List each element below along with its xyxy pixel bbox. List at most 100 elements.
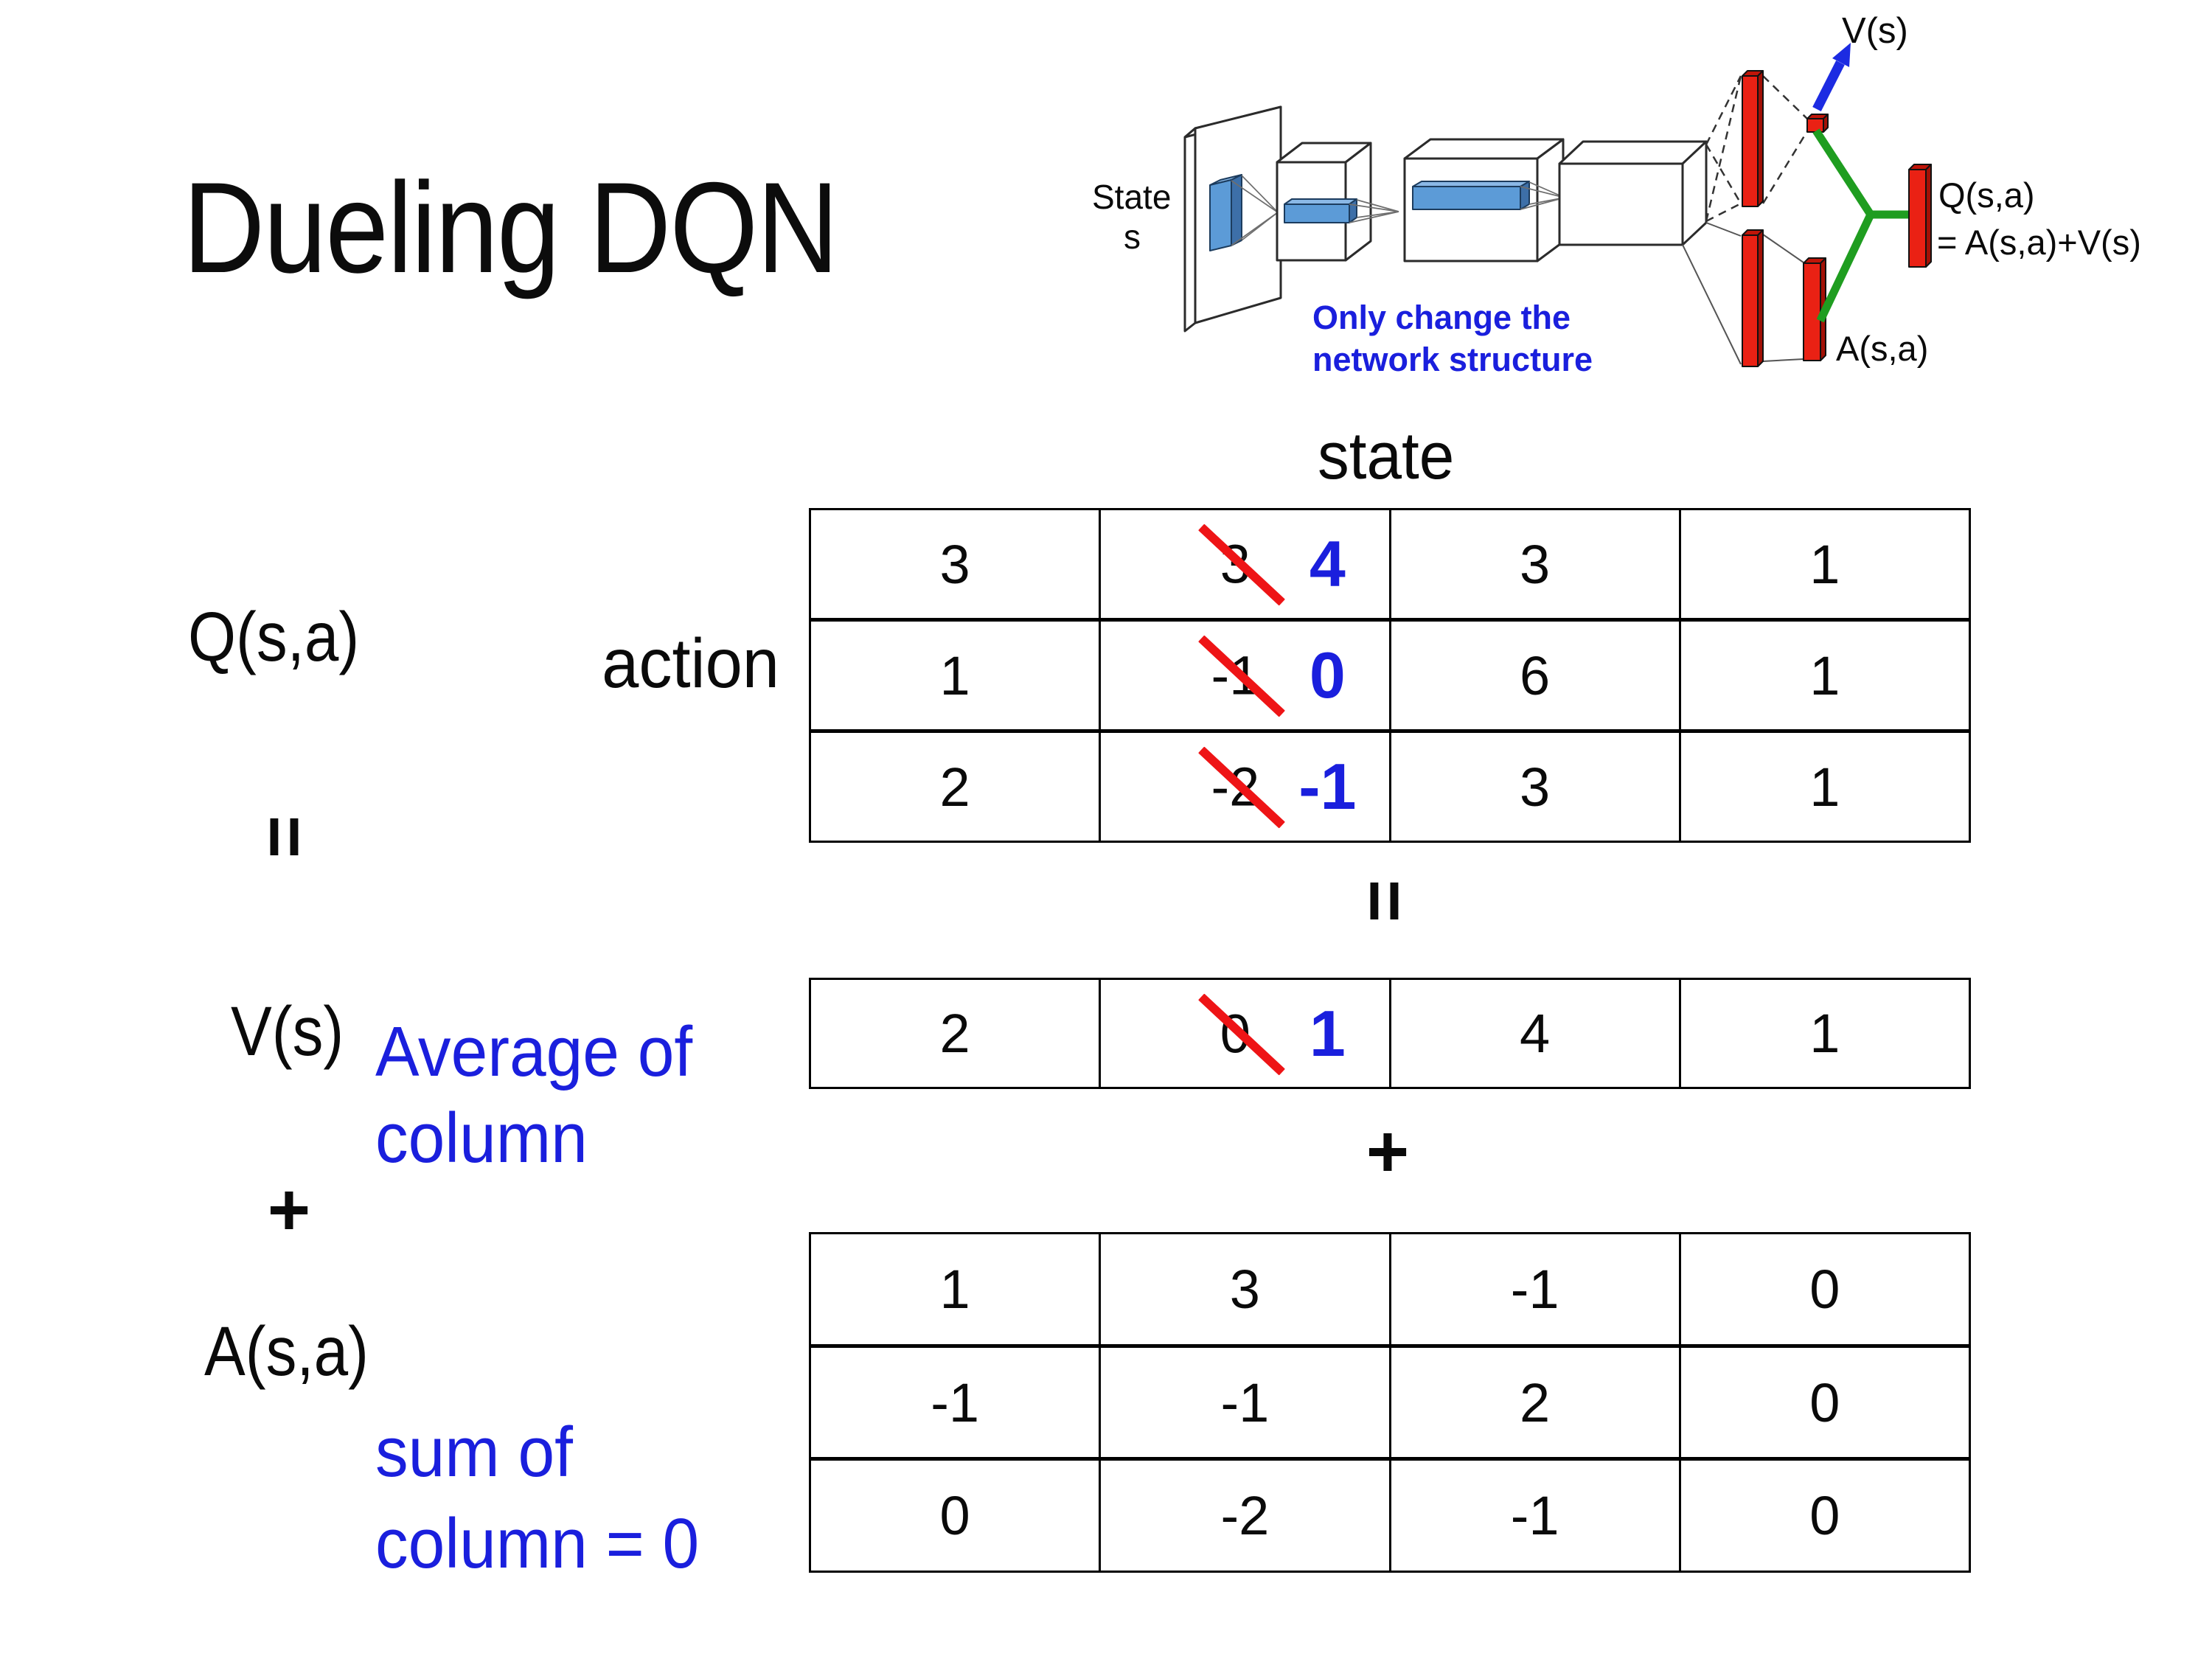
cell-value: 1 <box>1809 533 1840 595</box>
table-cell: 2 <box>811 733 1102 841</box>
equals-left: = <box>243 815 326 859</box>
cell-value: 0 <box>1809 1485 1840 1547</box>
network-note-line1: Only change the <box>1312 299 1571 336</box>
table-cell: -10 <box>1101 622 1391 729</box>
table-cell: 0 <box>1681 1461 1969 1571</box>
table-cell: 2 <box>1391 1347 1681 1458</box>
new-value: 4 <box>1309 527 1346 600</box>
table-cell: 1 <box>1681 510 1969 618</box>
new-value: -1 <box>1298 750 1357 823</box>
table-cell: 0 <box>1681 1234 1969 1344</box>
projection-lines-2 <box>1349 199 1399 223</box>
a-term-label: A(s,a) <box>204 1312 369 1391</box>
v-scalar-node <box>1806 114 1829 133</box>
cell-value: 1 <box>939 644 970 706</box>
q-output-label-line2: = A(s,a)+V(s) <box>1937 223 2141 262</box>
average-note-line2: column <box>375 1099 588 1178</box>
cell-value: 3 <box>1520 756 1551 818</box>
cell-value: 2 <box>939 756 970 818</box>
table-cell: -1 <box>1391 1461 1681 1571</box>
table-cell: 4 <box>1391 980 1681 1087</box>
sum-note-line1: sum of <box>375 1413 573 1492</box>
cell-value: 0 <box>1809 1371 1840 1433</box>
v-output-label: V(s) <box>1842 11 1908 51</box>
state-label-line2: s <box>1124 218 1141 256</box>
table-cell: -2-1 <box>1101 733 1391 841</box>
cell-value: -1 <box>1510 1485 1559 1547</box>
table-cell: -1 <box>1101 1347 1391 1458</box>
cell-value: 3 <box>939 533 970 595</box>
projection-lines-1 <box>1231 175 1279 246</box>
cell-value: -2 <box>1220 1485 1270 1547</box>
table-cell: 3 <box>811 510 1102 618</box>
q-term-label: Q(s,a) <box>188 598 360 676</box>
cell-value: -1 <box>1510 1258 1559 1320</box>
q-output-bar <box>1908 164 1932 268</box>
table-cell: 6 <box>1391 622 1681 729</box>
table-cell: -1 <box>1391 1234 1681 1344</box>
table-row: -1 -1 2 0 <box>811 1347 1969 1461</box>
cell-value: 1 <box>939 1258 970 1320</box>
v-term-label: V(s) <box>231 992 344 1071</box>
table-cell: 0 <box>811 1461 1102 1571</box>
state-header: state <box>1318 420 1455 493</box>
table-cell: 3 <box>1101 1234 1391 1344</box>
dueling-network-diagram: State s V(s) Q(s,a) = A(s,a)+V(s) A(s,a)… <box>1092 11 2141 378</box>
conv-filter-1 <box>1209 174 1242 251</box>
table-cell: 1 <box>1681 622 1969 729</box>
state-label-line1: State <box>1092 178 1171 216</box>
new-value: 1 <box>1309 996 1346 1070</box>
v-table: 2 01 4 1 <box>809 978 1971 1089</box>
cell-value: 2 <box>939 1003 970 1064</box>
sum-note-line2: column = 0 <box>375 1504 700 1583</box>
table-cell: 3 <box>1391 510 1681 618</box>
table-row: 3 34 3 1 <box>811 510 1969 622</box>
value-stream-bar <box>1742 70 1764 207</box>
advantage-stream-bar <box>1742 229 1764 367</box>
table-row: 2 01 4 1 <box>811 980 1969 1087</box>
table-cell: -2 <box>1101 1461 1391 1571</box>
cell-value: 1 <box>1809 756 1840 818</box>
table-row: 2 -2-1 3 1 <box>811 733 1969 841</box>
cell-value: 0 <box>939 1485 970 1547</box>
plus-left: + <box>267 1169 311 1251</box>
feature-bar-2 <box>1412 181 1530 210</box>
dashed-fc-lines <box>1705 75 1809 223</box>
cell-value: 6 <box>1520 644 1551 706</box>
v-output-arrow <box>1812 43 1851 111</box>
cell-value: 3 <box>1229 1258 1260 1320</box>
table-cell: 3 <box>1391 733 1681 841</box>
table-cell: 01 <box>1101 980 1391 1087</box>
cell-value: 2 <box>1520 1371 1551 1433</box>
cell-value: -1 <box>931 1371 980 1433</box>
plus-center: + <box>1366 1110 1410 1193</box>
cell-value: 4 <box>1520 1003 1551 1064</box>
conv-box-3 <box>1558 140 1708 246</box>
table-cell: 1 <box>1681 980 1969 1087</box>
a-table: 1 3 -1 0 -1 -1 2 0 0 -2 -1 0 <box>809 1232 1971 1573</box>
network-note-line2: network structure <box>1312 341 1593 378</box>
cell-value: 1 <box>1809 1003 1840 1064</box>
cell-value: 0 <box>1809 1258 1840 1320</box>
merge-y-connector <box>1812 128 1915 323</box>
action-header: action <box>602 625 779 703</box>
projection-lines-3 <box>1520 181 1565 210</box>
table-cell: 34 <box>1101 510 1391 618</box>
feature-bar-1 <box>1284 198 1357 223</box>
q-output-label-line1: Q(s,a) <box>1938 175 2035 215</box>
equals-center: = <box>1343 879 1426 923</box>
table-row: 1 -10 6 1 <box>811 622 1969 733</box>
table-cell: 0 <box>1681 1348 1969 1458</box>
cell-value: 3 <box>1520 533 1551 595</box>
new-value: 0 <box>1309 639 1346 712</box>
table-cell: -1 <box>811 1347 1102 1458</box>
table-row: 1 3 -1 0 <box>811 1234 1969 1348</box>
page-title: Dueling DQN <box>183 156 839 300</box>
cell-value: 1 <box>1809 644 1840 706</box>
average-note-line1: Average of <box>375 1012 693 1091</box>
solid-fc-lines <box>1682 222 1804 365</box>
cell-value: -1 <box>1220 1371 1270 1433</box>
table-cell: 2 <box>811 980 1102 1087</box>
